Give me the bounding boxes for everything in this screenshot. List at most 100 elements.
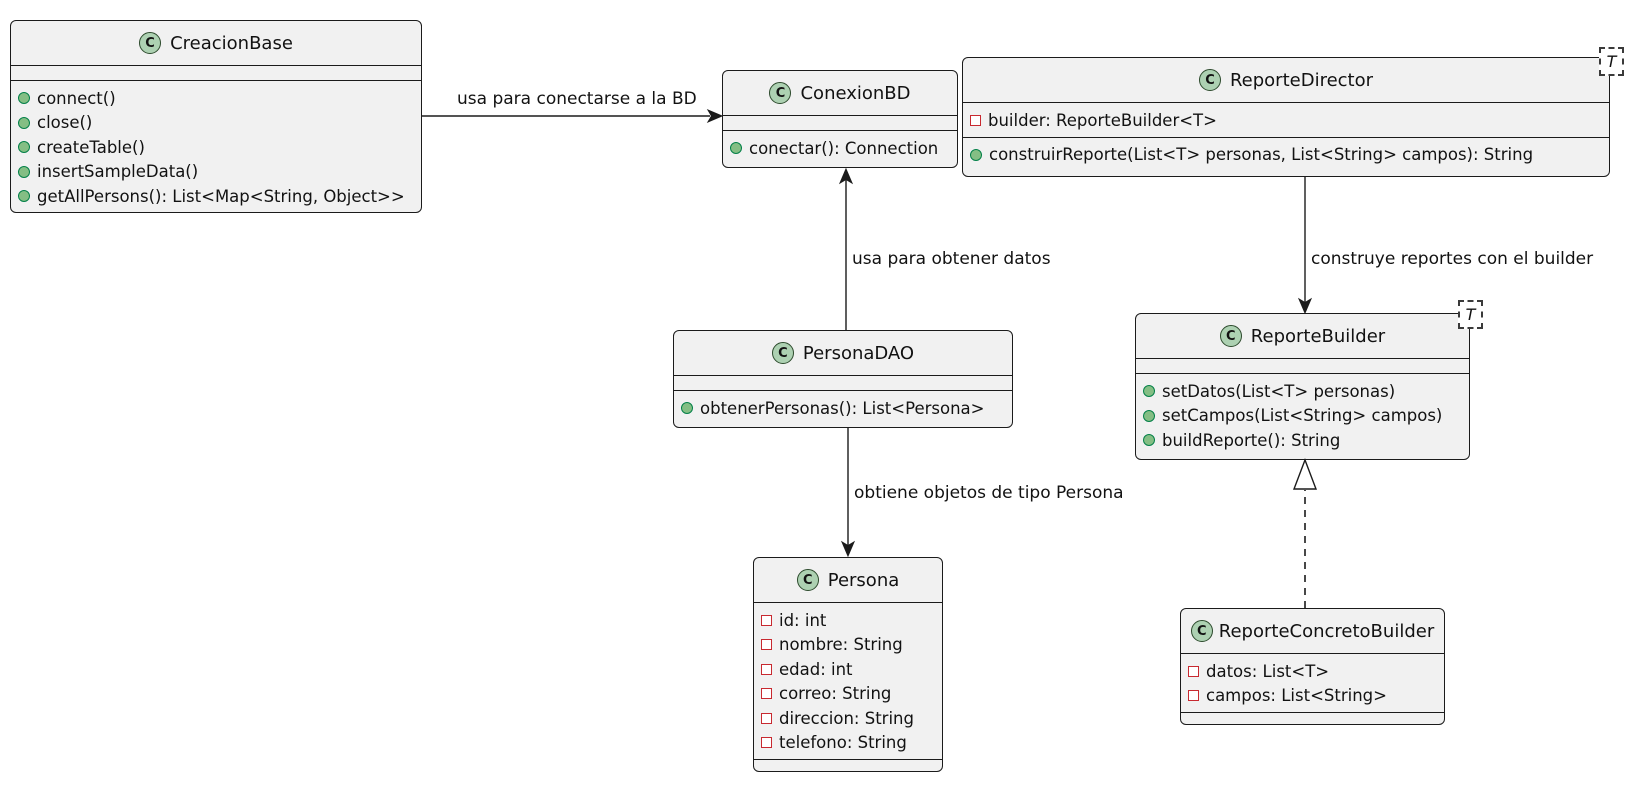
- class-stereotype-icon: C: [1190, 620, 1213, 642]
- private-field-icon: [761, 737, 772, 749]
- method-row: getAllPersons(): List<Map<String, Object…: [18, 184, 413, 209]
- method-label: insertSampleData(): [37, 162, 199, 182]
- field-row: id: int: [761, 608, 934, 633]
- public-method-icon: [681, 402, 693, 415]
- private-field-icon: [761, 663, 772, 675]
- fields-compartment: id: int nombre: String edad: int correo:…: [754, 603, 942, 760]
- private-field-icon: [1188, 665, 1199, 677]
- class-header: C ReporteConcretoBuilder: [1181, 609, 1444, 654]
- method-row: obtenerPersonas(): List<Persona>: [681, 396, 1004, 421]
- class-stereotype-icon: C: [796, 569, 819, 591]
- public-method-icon: [18, 141, 30, 154]
- arrowhead-down-icon: [1297, 297, 1313, 315]
- class-stereotype-icon: C: [1219, 325, 1242, 347]
- field-row: direccion: String: [761, 706, 934, 731]
- public-method-icon: [970, 148, 982, 161]
- field-row: datos: List<T>: [1188, 659, 1436, 684]
- class-title: ConexionBD: [800, 82, 911, 104]
- method-label: connect(): [37, 88, 116, 108]
- class-title: ReporteBuilder: [1250, 325, 1386, 347]
- public-method-icon: [18, 92, 30, 105]
- field-label: edad: int: [779, 659, 853, 679]
- method-label: construirReporte(List<T> personas, List<…: [989, 145, 1534, 165]
- fields-compartment: datos: List<T> campos: List<String>: [1181, 654, 1444, 713]
- empty-methods-compartment: [1181, 713, 1444, 727]
- class-title: ReporteDirector: [1229, 69, 1374, 91]
- method-row: insertSampleData(): [18, 160, 413, 185]
- class-box-personadao: C PersonaDAO obtenerPersonas(): List<Per…: [673, 330, 1013, 428]
- private-field-icon: [761, 712, 772, 724]
- field-row: telefono: String: [761, 731, 934, 756]
- field-row: correo: String: [761, 682, 934, 707]
- public-method-icon: [1143, 434, 1155, 447]
- public-method-icon: [730, 142, 742, 155]
- method-row: setDatos(List<T> personas): [1143, 379, 1461, 404]
- arrowhead-up-icon: [838, 167, 854, 185]
- edge-label: construye reportes con el builder: [1311, 249, 1594, 269]
- edge-label: usa para conectarse a la BD: [457, 89, 697, 109]
- public-method-icon: [1143, 385, 1155, 398]
- empty-fields-compartment: [11, 66, 421, 81]
- field-label: datos: List<T>: [1206, 661, 1330, 681]
- class-box-conexionbd: C ConexionBD conectar(): Connection: [722, 70, 958, 168]
- class-stereotype-icon: C: [771, 342, 794, 364]
- field-label: telefono: String: [779, 733, 907, 753]
- class-box-reportebuilder: C ReporteBuilder setDatos(List<T> person…: [1135, 313, 1470, 460]
- generic-type-badge: T: [1458, 300, 1483, 329]
- empty-methods-compartment: [754, 760, 942, 774]
- private-field-icon: [1188, 690, 1199, 702]
- method-row: construirReporte(List<T> personas, List<…: [970, 143, 1601, 168]
- class-box-reporteconcretobuilder: C ReporteConcretoBuilder datos: List<T> …: [1180, 608, 1445, 725]
- method-label: setDatos(List<T> personas): [1162, 381, 1396, 401]
- class-header: C Persona: [754, 558, 942, 603]
- class-header: C ConexionBD: [723, 71, 957, 116]
- private-field-icon: [761, 688, 772, 700]
- class-stereotype-icon: C: [1198, 69, 1221, 91]
- method-label: conectar(): Connection: [749, 138, 939, 158]
- private-field-icon: [970, 114, 981, 126]
- empty-fields-compartment: [723, 116, 957, 131]
- method-row: close(): [18, 111, 413, 136]
- method-row: setCampos(List<String> campos): [1143, 404, 1461, 429]
- field-row: edad: int: [761, 657, 934, 682]
- public-method-icon: [1143, 409, 1155, 422]
- realization-triangle-icon: [1292, 458, 1318, 490]
- field-label: campos: List<String>: [1206, 686, 1387, 706]
- arrowhead-right-icon: [706, 108, 724, 124]
- method-label: buildReporte(): String: [1162, 430, 1341, 450]
- method-row: conectar(): Connection: [730, 136, 949, 161]
- field-row: nombre: String: [761, 633, 934, 658]
- method-label: setCampos(List<String> campos): [1162, 406, 1443, 426]
- field-row: builder: ReporteBuilder<T>: [970, 108, 1601, 133]
- field-label: direccion: String: [779, 708, 914, 728]
- field-row: campos: List<String>: [1188, 684, 1436, 709]
- generic-type-badge: T: [1599, 47, 1624, 76]
- empty-fields-compartment: [674, 376, 1012, 391]
- private-field-icon: [761, 614, 772, 626]
- class-header: C CreacionBase: [11, 21, 421, 66]
- class-title: Persona: [827, 569, 900, 591]
- empty-fields-compartment: [1136, 359, 1469, 374]
- class-stereotype-icon: C: [769, 82, 792, 104]
- field-label: builder: ReporteBuilder<T>: [988, 110, 1217, 130]
- method-label: createTable(): [37, 137, 145, 157]
- class-box-reportedirector: C ReporteDirector builder: ReporteBuilde…: [962, 57, 1610, 177]
- field-label: correo: String: [779, 684, 892, 704]
- class-title: ReporteConcretoBuilder: [1218, 620, 1435, 642]
- methods-compartment: obtenerPersonas(): List<Persona>: [674, 391, 1012, 427]
- public-method-icon: [18, 190, 30, 203]
- class-stereotype-icon: C: [139, 32, 162, 54]
- methods-compartment: connect() close() createTable() insertSa…: [11, 81, 421, 213]
- method-row: createTable(): [18, 135, 413, 160]
- class-title: PersonaDAO: [802, 342, 915, 364]
- class-box-persona: C Persona id: int nombre: String edad: i…: [753, 557, 943, 772]
- class-header: C ReporteBuilder: [1136, 314, 1469, 359]
- field-label: id: int: [779, 610, 827, 630]
- edge-label: usa para obtener datos: [852, 249, 1051, 269]
- class-title: CreacionBase: [170, 32, 293, 54]
- field-label: nombre: String: [779, 635, 903, 655]
- methods-compartment: construirReporte(List<T> personas, List<…: [963, 138, 1609, 177]
- method-row: buildReporte(): String: [1143, 428, 1461, 453]
- methods-compartment: setDatos(List<T> personas) setCampos(Lis…: [1136, 374, 1469, 459]
